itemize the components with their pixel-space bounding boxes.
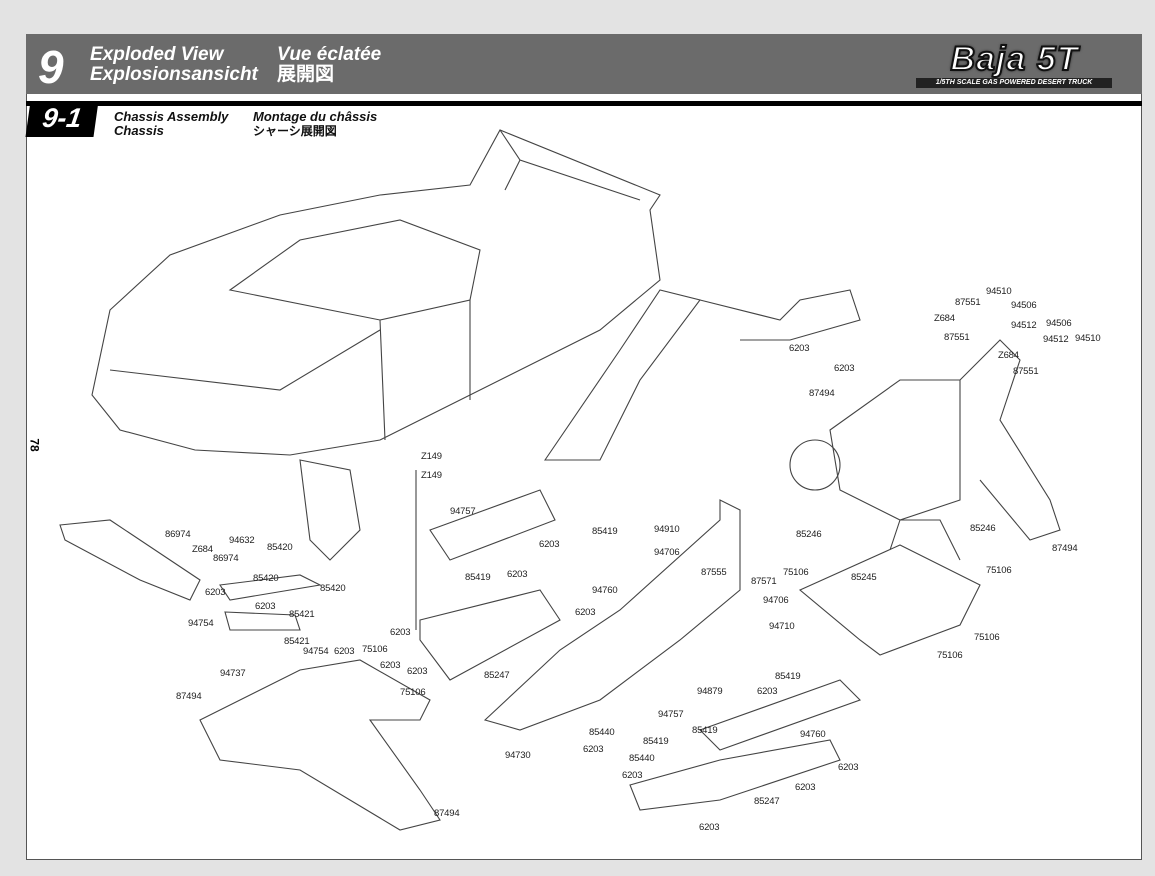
- part-number-label: 94632: [229, 535, 255, 546]
- part-number-label: Z684: [934, 313, 955, 324]
- baja-5t-logo: Baja 5T 1/5TH SCALE GAS POWERED DESERT T…: [912, 39, 1117, 92]
- title-fr: Vue éclatée: [277, 44, 382, 65]
- chapter-number: 9: [38, 41, 64, 93]
- part-number-label: 6203: [838, 762, 859, 773]
- part-number-label: 85440: [629, 753, 655, 764]
- engine: [789, 339, 1061, 541]
- part-number-label: 94757: [658, 709, 684, 720]
- part-number-label: 94737: [220, 668, 246, 679]
- part-number-label: 86974: [165, 529, 191, 540]
- section-title-ja: シャーシ展開図: [253, 124, 337, 138]
- part-number-label: 6203: [575, 607, 596, 618]
- part-number-label: 6203: [789, 343, 810, 354]
- part-number-label: 85420: [267, 542, 293, 553]
- part-number-label: 85420: [320, 583, 346, 594]
- part-number-label: 94510: [986, 286, 1012, 297]
- part-number-label: 94760: [592, 585, 618, 596]
- title-en: Exploded View: [90, 44, 224, 65]
- part-number-label: 85247: [484, 670, 510, 681]
- part-number-label: 94510: [1075, 333, 1101, 344]
- part-number-label: 6203: [334, 646, 355, 657]
- part-number-label: 75106: [362, 644, 388, 655]
- part-number-label: Z149: [421, 451, 442, 462]
- part-number-label: 6203: [205, 587, 226, 598]
- part-number-label: 75106: [986, 565, 1012, 576]
- part-number-label: 87551: [944, 332, 970, 343]
- rear-upper-frame: [543, 289, 861, 461]
- part-number-label: 94754: [303, 646, 329, 657]
- part-number-label: Z684: [192, 544, 213, 555]
- part-number-label: 75106: [974, 632, 1000, 643]
- part-number-label: 6203: [407, 666, 428, 677]
- logo-tagline: 1/5TH SCALE GAS POWERED DESERT TRUCK: [916, 78, 1112, 88]
- part-number-label: Z149: [421, 470, 442, 481]
- section-title-en: Chassis Assembly: [114, 109, 229, 124]
- part-number-label: 85419: [592, 526, 618, 537]
- part-number-label: 75106: [783, 567, 809, 578]
- part-number-label: 94879: [697, 686, 723, 697]
- part-number-label: 94506: [1011, 300, 1037, 311]
- part-number-label: 94512: [1043, 334, 1069, 345]
- part-number-label: 6203: [255, 601, 276, 612]
- part-number-label: 6203: [757, 686, 778, 697]
- skid-plate-guards: [798, 519, 981, 656]
- part-number-label: 94506: [1046, 318, 1072, 329]
- part-number-label: 94706: [763, 595, 789, 606]
- part-number-label: 6203: [699, 822, 720, 833]
- part-number-label: 6203: [622, 770, 643, 781]
- part-number-label: 85440: [589, 727, 615, 738]
- part-number-label: 85421: [284, 636, 310, 647]
- part-number-label: 85246: [970, 523, 996, 534]
- part-number-label: 87551: [1013, 366, 1039, 377]
- truck-body-shell: [91, 129, 661, 456]
- logo-text: Baja 5T: [950, 39, 1079, 79]
- part-number-label: 85246: [796, 529, 822, 540]
- part-number-label: 94757: [450, 506, 476, 517]
- part-number-label: 85420: [253, 573, 279, 584]
- part-number-label: 75106: [937, 650, 963, 661]
- title-ja: 展開図: [277, 64, 335, 85]
- front-suspension: [199, 659, 441, 831]
- part-number-label: 75106: [400, 687, 426, 698]
- part-number-label: 94512: [1011, 320, 1037, 331]
- part-number-label: 85419: [692, 725, 718, 736]
- section-bar: [26, 101, 1142, 106]
- part-number-label: 85419: [775, 671, 801, 682]
- main-chassis: [419, 489, 862, 811]
- part-number-label: 87494: [176, 691, 202, 702]
- part-number-label: 6203: [380, 660, 401, 671]
- part-number-label: 85245: [851, 572, 877, 583]
- part-number-label: 94730: [505, 750, 531, 761]
- section-title-de: Chassis: [114, 123, 164, 138]
- part-number-label: 6203: [390, 627, 411, 638]
- part-number-label: 86974: [213, 553, 239, 564]
- part-number-label: 85419: [643, 736, 669, 747]
- part-number-label: 85421: [289, 609, 315, 620]
- part-number-label: 94760: [800, 729, 826, 740]
- part-number-label: Z684: [998, 350, 1019, 361]
- part-number-label: 94910: [654, 524, 680, 535]
- part-number-label: 87494: [434, 808, 460, 819]
- part-number-label: 87555: [701, 567, 727, 578]
- part-number-label: 87494: [809, 388, 835, 399]
- part-number-label: 6203: [539, 539, 560, 550]
- part-number-label: 87551: [955, 297, 981, 308]
- part-number-label: 87571: [751, 576, 777, 587]
- part-number-label: 6203: [583, 744, 604, 755]
- part-number-label: 6203: [507, 569, 528, 580]
- part-number-label: 87494: [1052, 543, 1078, 554]
- part-number-label: 85247: [754, 796, 780, 807]
- front-bumper-and-arms: [59, 459, 361, 631]
- part-number-label: 94754: [188, 618, 214, 629]
- part-number-label: 6203: [795, 782, 816, 793]
- title-de: Explosionsansicht: [90, 64, 258, 85]
- part-number-label: 94706: [654, 547, 680, 558]
- page-frame: [26, 36, 1142, 860]
- section-title-fr: Montage du châssis: [253, 109, 378, 124]
- part-number-label: 94710: [769, 621, 795, 632]
- part-number-label: 6203: [834, 363, 855, 374]
- part-number-label: 85419: [465, 572, 491, 583]
